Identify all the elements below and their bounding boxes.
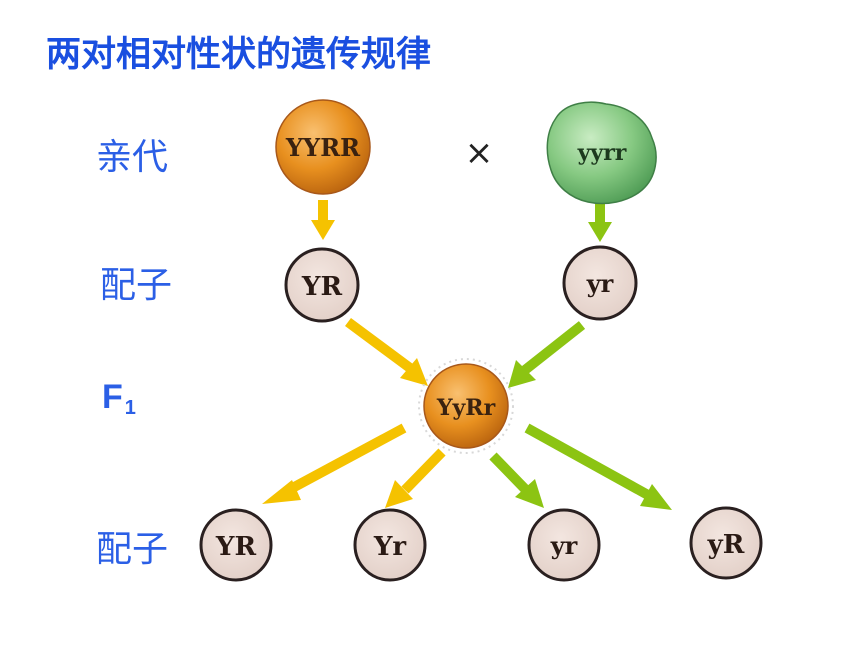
f1-pea: YyRr (418, 358, 514, 454)
parent-pea-yellow: YYRR (275, 99, 371, 195)
label-gametes-1: 配子 (100, 265, 173, 306)
gamete-2-3-genotype: yr (550, 531, 578, 560)
parent-right-genotype: yyrr (577, 140, 627, 166)
gamete-1-right-genotype: yr (586, 269, 614, 298)
arrow-f1-to-yr-3 (489, 452, 544, 508)
gamete-2-4: yR (689, 506, 763, 580)
gamete-2-3: yr (527, 508, 601, 582)
gamete-2-1-genotype: YR (215, 532, 257, 562)
page-title: 两对相对性状的遗传规律 (46, 35, 432, 75)
arrow-f1-to-yr-4 (524, 423, 672, 510)
cross-symbol: × (465, 133, 494, 173)
gamete-2-2: Yr (353, 508, 427, 582)
gamete-2-1: YR (199, 508, 273, 582)
arrow-f1-to-yr-1 (262, 423, 407, 504)
gamete-2-4-genotype: yR (707, 530, 745, 560)
gamete-2-2-genotype: Yr (373, 532, 407, 562)
arrow-gamete-to-f1-right (508, 321, 586, 388)
arrow-parent-left (311, 200, 335, 240)
arrow-f1-to-yr-2 (385, 448, 446, 508)
label-f1-main: F (102, 378, 123, 416)
gamete-1-left-genotype: YR (301, 272, 343, 302)
label-parents: 亲代 (96, 137, 169, 178)
arrow-parent-right (588, 204, 612, 242)
arrow-gamete-to-f1-left (345, 317, 428, 386)
parent-pea-green: yyrr (546, 101, 657, 205)
label-f1-sub: 1 (124, 397, 136, 419)
f1-genotype: YyRr (436, 395, 496, 421)
gamete-1-right: yr (562, 245, 638, 321)
parent-left-genotype: YYRR (285, 133, 361, 162)
gamete-1-left: YR (284, 247, 360, 323)
label-gametes-2: 配子 (96, 529, 169, 570)
